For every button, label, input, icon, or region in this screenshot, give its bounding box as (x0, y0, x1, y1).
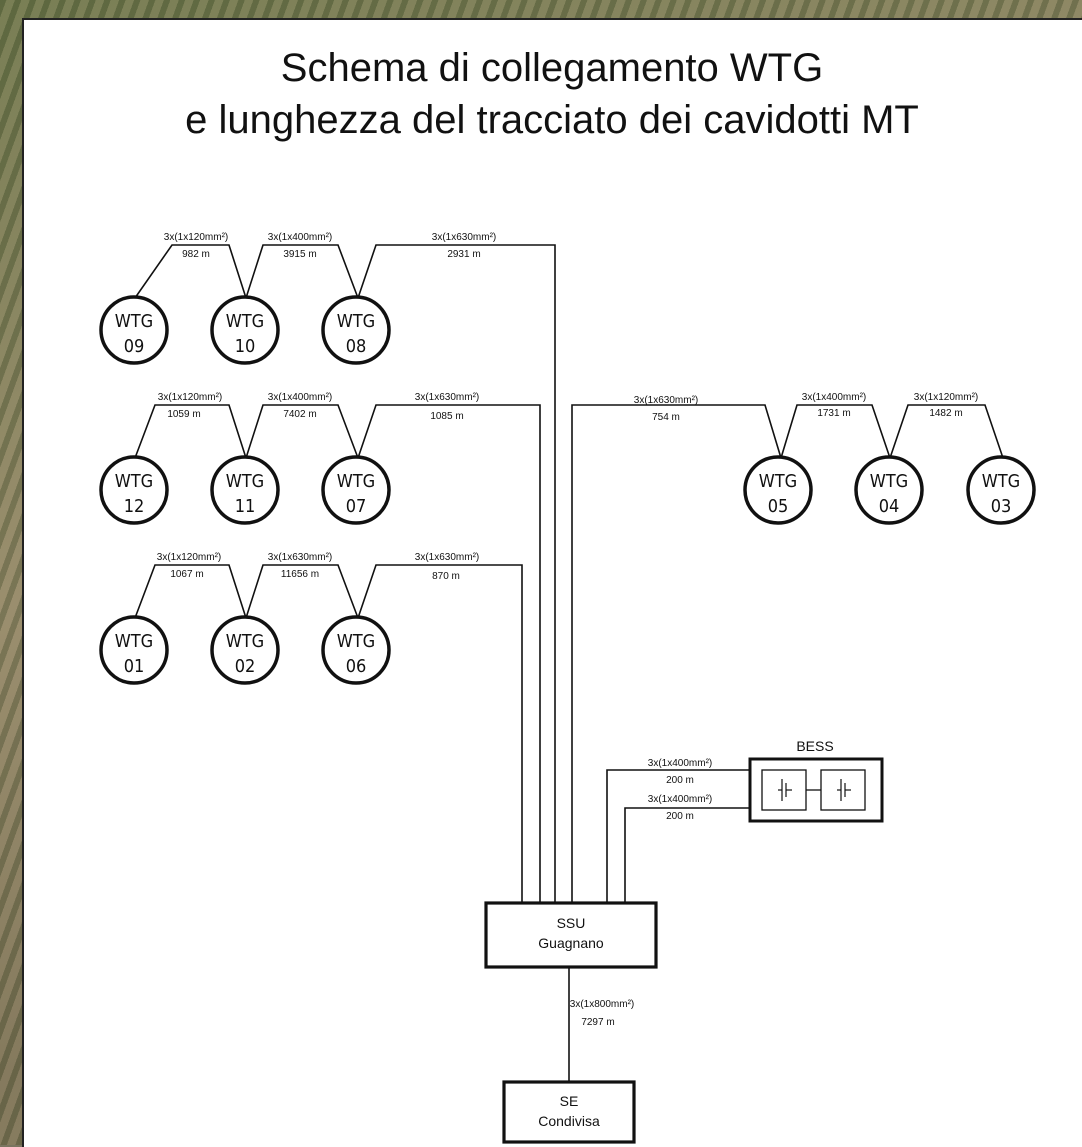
cable-spec: 3x(1x120mm²) (914, 392, 978, 403)
wtg-07: WTG 07 (321, 455, 391, 525)
se-box: SE Condivisa (502, 1080, 636, 1144)
bess-unit: BESS (748, 738, 884, 823)
cable-spec: 3x(1x630mm²) (415, 552, 479, 563)
svg-text:WTG: WTG (226, 631, 264, 652)
svg-text:09: 09 (124, 336, 145, 357)
wtg-09: WTG 09 (99, 295, 169, 365)
svg-text:WTG: WTG (337, 631, 375, 652)
cable-length: 7402 m (283, 409, 316, 420)
cable-spec: 3x(1x400mm²) (648, 794, 712, 805)
cable-spec: 3x(1x630mm²) (268, 552, 332, 563)
cable-length: 200 m (666, 775, 694, 786)
cable-length: 2931 m (447, 249, 480, 260)
ssu-box: SSU Guagnano (484, 901, 658, 969)
svg-text:11: 11 (235, 496, 256, 517)
cable-spec: 3x(1x630mm²) (415, 392, 479, 403)
svg-text:05: 05 (768, 496, 789, 517)
wtg-06: WTG 06 (321, 615, 391, 685)
cable-length: 1731 m (817, 408, 850, 419)
cable-length: 754 m (652, 412, 680, 423)
svg-text:03: 03 (991, 496, 1012, 517)
cable-length: 7297 m (581, 1017, 614, 1028)
cable-spec: 3x(1x120mm²) (157, 552, 221, 563)
bess-label: BESS (796, 738, 833, 754)
wtg-11: WTG 11 (210, 455, 280, 525)
cable-spec: 3x(1x630mm²) (432, 232, 496, 243)
cable-spec: 3x(1x400mm²) (802, 392, 866, 403)
right-group-wiring (571, 404, 1004, 902)
svg-text:WTG: WTG (115, 631, 153, 652)
cable-spec: 3x(1x400mm²) (648, 758, 712, 769)
wtg-01: WTG 01 (99, 615, 169, 685)
wtg-10: WTG 10 (210, 295, 280, 365)
row-2-wiring (134, 404, 541, 902)
cable-spec: 3x(1x630mm²) (634, 395, 698, 406)
svg-text:07: 07 (346, 496, 367, 517)
cable-length: 1085 m (430, 411, 463, 422)
cable-spec: 3x(1x800mm²) (570, 999, 634, 1010)
cable-length: 1482 m (929, 408, 962, 419)
cable-length: 1067 m (170, 569, 203, 580)
svg-text:04: 04 (879, 496, 900, 517)
svg-text:12: 12 (124, 496, 145, 517)
svg-text:WTG: WTG (337, 311, 375, 332)
svg-text:06: 06 (346, 656, 367, 677)
cable-length: 870 m (432, 571, 460, 582)
cable-length: 11656 m (281, 569, 319, 580)
cable-length: 3915 m (283, 249, 316, 260)
cable-spec: 3x(1x120mm²) (158, 392, 222, 403)
svg-text:WTG: WTG (870, 471, 908, 492)
svg-text:10: 10 (235, 336, 256, 357)
wtg-12: WTG 12 (99, 455, 169, 525)
svg-text:WTG: WTG (759, 471, 797, 492)
wtg-05: WTG 05 (743, 455, 813, 525)
cable-length: 1059 m (167, 409, 200, 420)
svg-text:WTG: WTG (982, 471, 1020, 492)
svg-text:WTG: WTG (226, 471, 264, 492)
svg-text:01: 01 (124, 656, 145, 677)
title-line-2: e lunghezza del tracciato dei cavidotti … (185, 98, 919, 142)
cable-labels: 3x(1x120mm²) 982 m 3x(1x400mm²) 3915 m 3… (157, 232, 978, 1028)
svg-text:WTG: WTG (337, 471, 375, 492)
svg-text:Guagnano: Guagnano (538, 935, 604, 951)
cable-length: 982 m (182, 249, 210, 260)
svg-text:WTG: WTG (115, 471, 153, 492)
svg-text:02: 02 (235, 656, 256, 677)
title-line-1: Schema di collegamento WTG (280, 46, 824, 90)
battery-cell-icon (820, 769, 866, 811)
battery-cell-icon (761, 769, 807, 811)
svg-text:SSU: SSU (557, 915, 586, 931)
row-1-wiring (134, 244, 556, 902)
svg-text:SE: SE (560, 1093, 579, 1109)
svg-text:WTG: WTG (115, 311, 153, 332)
row-3-wiring (134, 564, 523, 902)
svg-text:Condivisa: Condivisa (538, 1113, 600, 1129)
cable-length: 200 m (666, 811, 694, 822)
svg-text:08: 08 (346, 336, 367, 357)
cable-spec: 3x(1x400mm²) (268, 232, 332, 243)
bess-wiring (568, 769, 750, 1082)
svg-text:WTG: WTG (226, 311, 264, 332)
wtg-04: WTG 04 (854, 455, 924, 525)
cable-spec: 3x(1x400mm²) (268, 392, 332, 403)
cable-spec: 3x(1x120mm²) (164, 232, 228, 243)
wtg-08: WTG 08 (321, 295, 391, 365)
wtg-03: WTG 03 (966, 455, 1036, 525)
wtg-02: WTG 02 (210, 615, 280, 685)
